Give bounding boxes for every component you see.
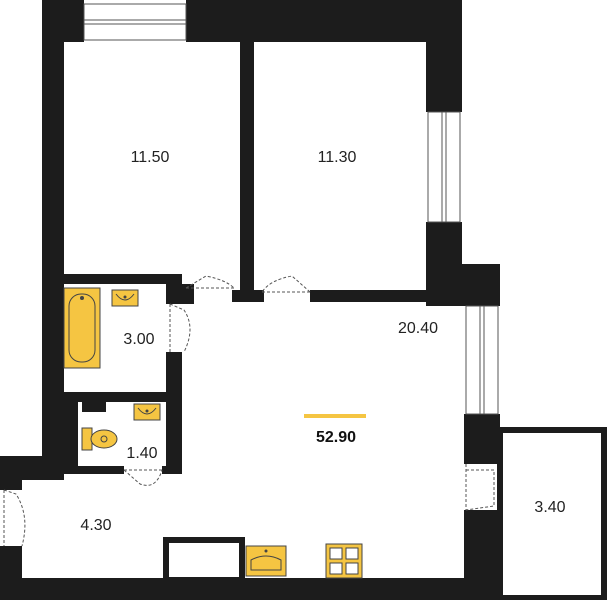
window-top [83, 3, 187, 41]
wall-bath-bottom [64, 392, 182, 402]
wall-bedrooms-bottom-mid [232, 290, 264, 302]
wall-bedrooms-divider [240, 42, 254, 294]
room-area-kitchen-living: 20.40 [398, 320, 438, 337]
fixtures [63, 287, 363, 579]
wall-toilet-bottom-right [162, 466, 182, 474]
wall-right-mid [426, 222, 462, 266]
wall-bottom [0, 578, 500, 600]
door-balcony [465, 464, 495, 511]
door-bedroom-2 [261, 275, 311, 293]
room-area-bedroom-2: 11.30 [318, 149, 357, 166]
wall-left-bottom [0, 480, 22, 490]
window-right-living [465, 305, 499, 415]
wall-toilet-left [64, 392, 78, 470]
room-area-bedroom-1: 11.50 [131, 149, 170, 166]
room-area-toilet: 1.40 [126, 445, 157, 462]
sink-icon [111, 289, 139, 307]
kitchen-sink-icon [245, 545, 287, 577]
window-right-bedroom [427, 111, 461, 223]
wall-left [42, 0, 64, 458]
wall-right-lower2 [464, 510, 500, 600]
wall-bedrooms-bottom-left [64, 274, 182, 284]
sink-icon [133, 403, 161, 421]
bathtub-icon [63, 287, 101, 369]
total-area: 52.90 [304, 414, 366, 446]
wall-bedrooms-bottom-right [310, 290, 428, 302]
wall-bath-right [166, 284, 180, 304]
door-bedroom-1 [185, 275, 235, 289]
wall-bath-right-lower [166, 352, 182, 470]
door-toilet [123, 469, 163, 486]
wall-top-right [186, 0, 462, 42]
wall-toilet-niche [82, 402, 106, 412]
windows [83, 3, 499, 415]
balcony-outline [497, 427, 607, 600]
door-entrance [3, 489, 26, 547]
total-area-value: 52.90 [316, 429, 356, 446]
wall-right-step [426, 264, 500, 306]
total-area-underline [304, 414, 366, 418]
stove-icon [325, 543, 363, 579]
doors [3, 275, 495, 547]
room-area-bathroom: 3.00 [123, 331, 154, 348]
wall-toilet-bottom [64, 466, 124, 474]
wall-kitchen-block [163, 537, 245, 583]
wall-right-upper [426, 0, 462, 112]
room-area-balcony: 3.40 [534, 499, 565, 516]
toilet-icon [81, 427, 118, 451]
room-labels: 11.50 11.30 20.40 3.00 1.40 4.30 3.40 [80, 149, 565, 534]
wall-right-lower [464, 414, 500, 464]
wall-left-lower [0, 456, 64, 480]
door-bathroom [169, 303, 191, 353]
room-area-hallway: 4.30 [80, 517, 111, 534]
